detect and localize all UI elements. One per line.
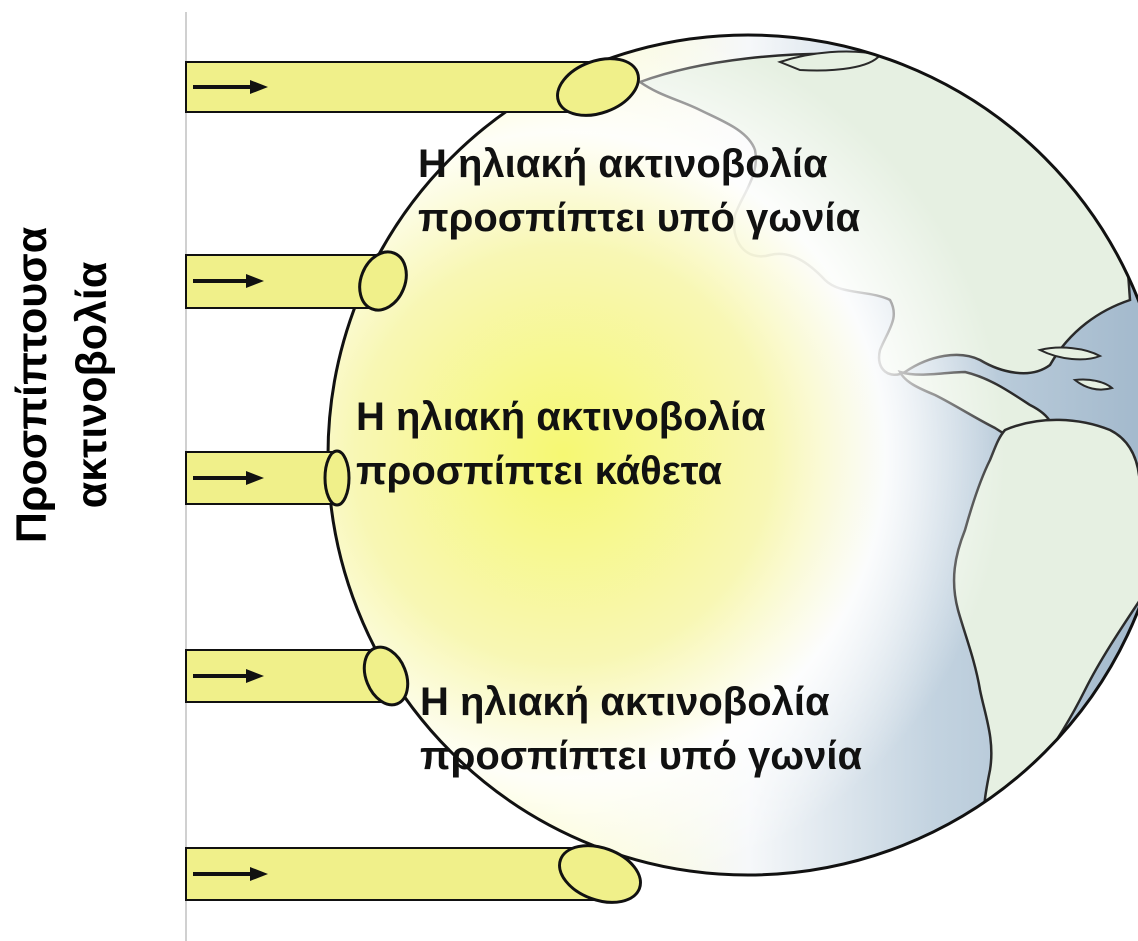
ray-beam-1 (185, 57, 640, 117)
arrow-right-icon (193, 274, 264, 288)
side-label-line2: ακτινοβολία (68, 261, 116, 509)
caption-middle-line2: προσπίπτει κάθετα (356, 449, 723, 493)
arrow-right-icon (193, 867, 268, 881)
caption-middle-line1: Η ηλιακή ακτινοβολία (356, 395, 766, 439)
caption-middle-vertical: Η ηλιακή ακτινοβολία προσπίπτει κάθετα (356, 390, 766, 498)
caption-top-line1: Η ηλιακή ακτινοβολία (418, 142, 828, 186)
caption-top-oblique: Η ηλιακή ακτινοβολία προσπίπτει υπό γωνί… (418, 137, 860, 245)
ray-beam-3 (185, 449, 351, 507)
ray-beam-4 (185, 645, 410, 707)
caption-bottom-line2: προσπίπτει υπό γωνία (420, 734, 863, 778)
arrow-right-icon (193, 669, 264, 683)
caption-bottom-oblique: Η ηλιακή ακτινοβολία προσπίπτει υπό γωνί… (420, 675, 862, 783)
ray-beam-5 (185, 844, 642, 904)
side-label-line1: Προσπίπτουσα (8, 226, 56, 544)
globe-icon (326, 33, 1138, 877)
arrow-right-icon (193, 80, 268, 94)
caption-top-line2: προσπίπτει υπό γωνία (418, 196, 861, 240)
ray-beam-2 (185, 250, 408, 312)
arrow-right-icon (193, 471, 264, 485)
caption-bottom-line1: Η ηλιακή ακτινοβολία (420, 680, 830, 724)
